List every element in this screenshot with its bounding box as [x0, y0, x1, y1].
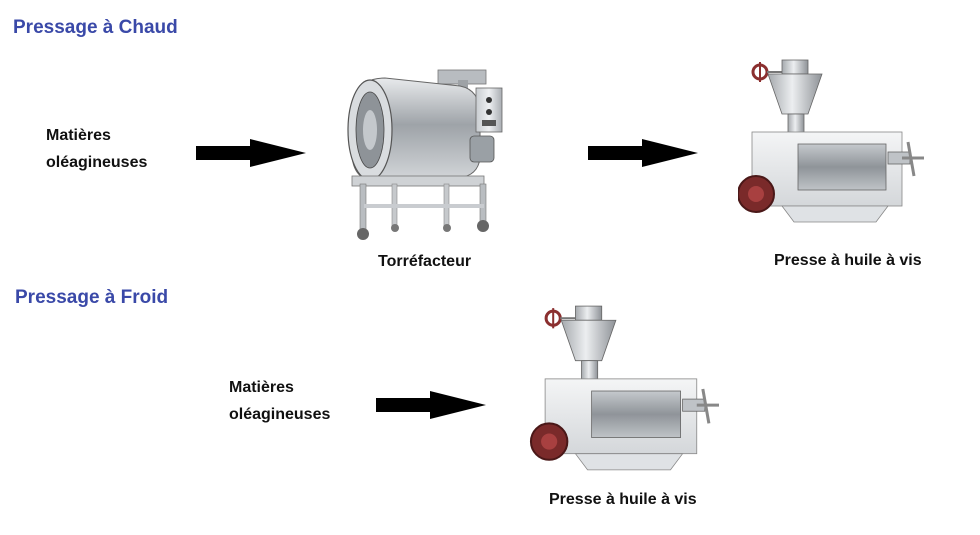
screw-oil-press-icon	[529, 305, 719, 471]
hot-input-line2: oléagineuses	[46, 154, 148, 171]
hot-input-label: Matières oléagineuses	[46, 122, 147, 176]
hot-pressing-title: Pressage à Chaud	[13, 17, 178, 38]
cold-pressing-title: Pressage à Froid	[15, 287, 169, 308]
cold-input-line1: Matières	[229, 379, 294, 396]
screw-oil-press-icon	[738, 59, 924, 223]
roaster-machine-icon	[347, 69, 503, 240]
right-arrow-icon	[588, 139, 698, 167]
hot-press-caption: Presse à huile à vis	[774, 252, 922, 269]
right-arrow-icon	[376, 391, 486, 419]
hot-input-line1: Matières	[46, 127, 111, 144]
cold-input-label: Matières oléagineuses	[229, 374, 330, 428]
right-arrow-icon	[196, 139, 306, 167]
roaster-caption: Torréfacteur	[378, 253, 472, 270]
cold-press-caption: Presse à huile à vis	[549, 491, 697, 508]
cold-input-line2: oléagineuses	[229, 406, 331, 423]
